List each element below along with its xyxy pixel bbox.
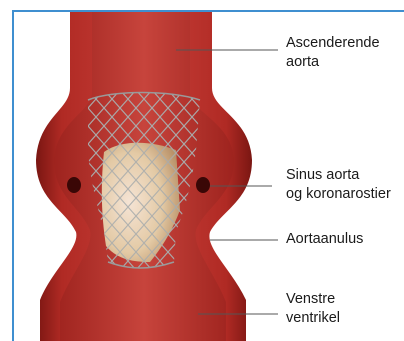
left-coronary-ostium: [67, 177, 81, 193]
label-ascending-aorta: Ascenderende aorta: [286, 34, 380, 72]
label-aortic-annulus: Aortaanulus: [286, 230, 363, 249]
label-left-ventricle: Venstre ventrikel: [286, 290, 340, 328]
label-sinus-aorta: Sinus aorta og koronarostier: [286, 166, 391, 204]
right-coronary-ostium: [196, 177, 210, 193]
